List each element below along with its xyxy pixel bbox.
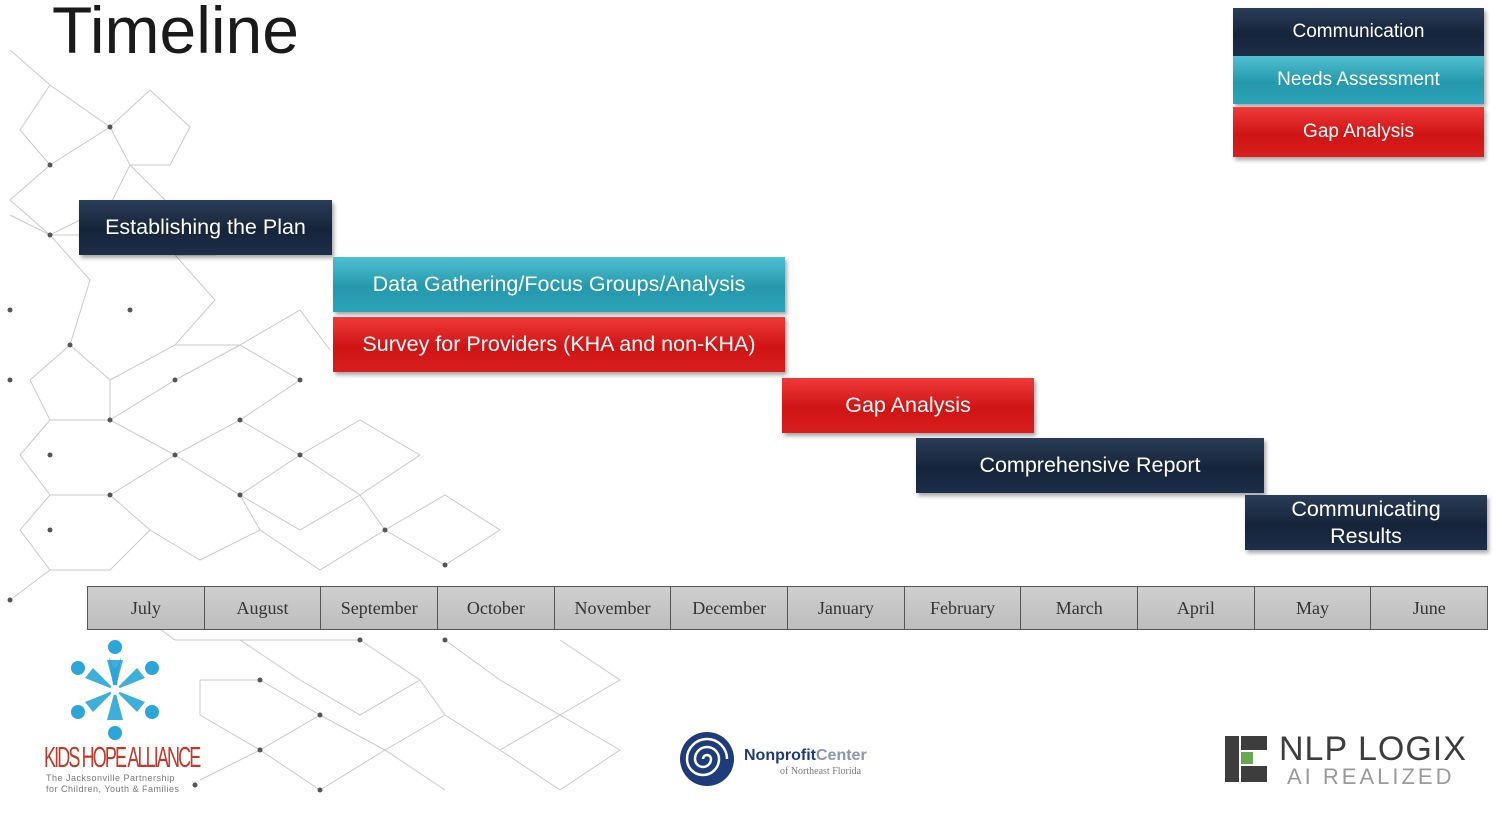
month-cell: December — [671, 587, 789, 629]
task-data-gathering: Data Gathering/Focus Groups/Analysis — [333, 257, 785, 312]
legend-gap-analysis: Gap Analysis — [1233, 107, 1484, 157]
month-cell: January — [788, 587, 905, 629]
month-cell: February — [904, 587, 1022, 629]
task-comprehensive-report: Comprehensive Report — [916, 438, 1264, 493]
nlp-logix-tagline: AI REALIZED — [1287, 764, 1455, 789]
month-cell: November — [554, 587, 672, 629]
task-communicating-line1: Communicating — [1291, 496, 1441, 521]
nlp-logix-mark-icon — [1225, 736, 1267, 782]
kids-hope-alliance-name: KIDS HOPE ALLIANCE — [44, 742, 201, 774]
month-cell: September — [321, 587, 439, 629]
task-survey-for-providers: Survey for Providers (KHA and non-KHA) — [333, 317, 785, 372]
nlp-logix-name: NLP LOGIX — [1279, 730, 1467, 768]
month-cell: May — [1254, 587, 1372, 629]
month-cell: June — [1371, 587, 1488, 629]
month-cell: March — [1021, 587, 1139, 629]
month-cell: July — [88, 587, 205, 629]
legend-communication: Communication — [1233, 8, 1484, 56]
kids-hope-alliance-tagline-2: for Children, Youth & Families — [46, 784, 180, 794]
kids-hope-alliance-logo-icon — [71, 640, 159, 740]
month-axis: July August September October November D… — [87, 586, 1488, 630]
nonprofit-center-swirl-icon — [680, 732, 734, 786]
task-gap-analysis: Gap Analysis — [782, 378, 1034, 433]
task-communicating-line2: Results — [1330, 523, 1402, 548]
month-cell: August — [204, 587, 322, 629]
legend-needs-assessment: Needs Assessment — [1233, 56, 1484, 104]
task-communicating-results: Communicating Results — [1245, 495, 1487, 550]
nonprofit-center-name: NonprofitCenter — [744, 747, 867, 765]
task-establishing-the-plan: Establishing the Plan — [79, 200, 332, 255]
nonprofit-center-name-part2: Center — [815, 747, 867, 764]
page-title: Timeline — [52, 0, 299, 67]
month-cell: October — [438, 587, 555, 629]
nonprofit-center-subtitle: of Northeast Florida — [780, 766, 862, 777]
nonprofit-center-name-part1: Nonprofit — [744, 747, 816, 764]
kids-hope-alliance-tagline-1: The Jacksonville Partnership — [46, 773, 176, 783]
month-cell: April — [1138, 587, 1255, 629]
hexagon-pattern-decoration — [7, 49, 621, 793]
